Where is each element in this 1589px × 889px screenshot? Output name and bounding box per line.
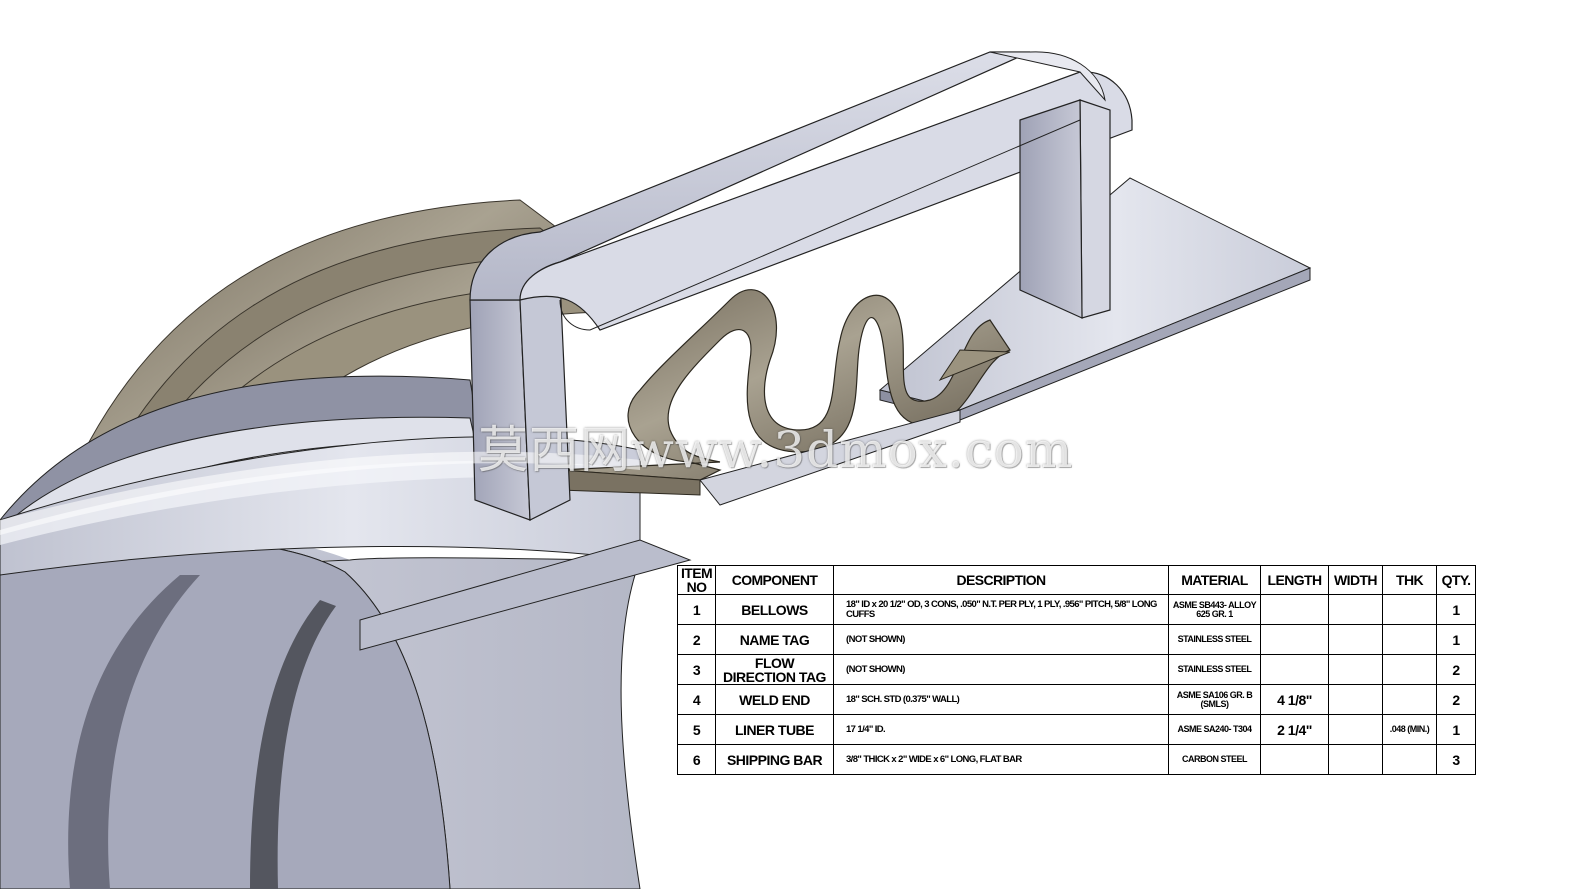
cell-width [1328,594,1383,625]
header-qty: QTY. [1436,565,1476,595]
cell-description: 17 1/4" ID. [833,714,1169,745]
cell-qty: 1 [1436,594,1476,625]
cell-length [1260,594,1329,625]
bellows-cross-section [559,289,1011,496]
watermark-text: 莫西网www.3dmox.com [478,421,1074,479]
cell-component: BELLOWS [715,594,834,625]
header-component: COMPONENT [715,565,834,595]
cell-width [1328,654,1383,685]
header-width: WIDTH [1328,565,1383,595]
bom-header-row: ITEM NO COMPONENT DESCRIPTION MATERIAL L… [677,565,1476,595]
liner-tube-shell [0,531,641,889]
header-length: LENGTH [1260,565,1329,595]
cell-material: ASME SB443- ALLOY 625 GR. 1 [1168,594,1261,625]
cell-material: CARBON STEEL [1168,744,1261,775]
cell-component: NAME TAG [715,624,834,655]
cell-description: (NOT SHOWN) [833,654,1169,685]
cell-length: 4 1/8" [1260,684,1329,715]
cell-description: 3/8" THICK x 2" WIDE x 6" LONG, FLAT BAR [833,744,1169,775]
cell-component: LINER TUBE [715,714,834,745]
cell-item: 1 [677,594,716,625]
cell-item: 3 [677,654,716,685]
cell-thk: .048 (MIN.) [1382,714,1437,745]
cell-description: 18" ID x 20 1/2" OD, 3 CONS, .050" N.T. … [833,594,1169,625]
cell-width [1328,714,1383,745]
table-row: 6 SHIPPING BAR 3/8" THICK x 2" WIDE x 6"… [677,744,1476,775]
table-row: 2 NAME TAG (NOT SHOWN) STAINLESS STEEL 1 [677,624,1476,655]
cell-description: (NOT SHOWN) [833,624,1169,655]
cell-component: WELD END [715,684,834,715]
table-row: 1 BELLOWS 18" ID x 20 1/2" OD, 3 CONS, .… [677,594,1476,625]
cell-qty: 2 [1436,684,1476,715]
cell-width [1328,624,1383,655]
header-item-no: ITEM NO [677,565,716,595]
table-row: 4 WELD END 18" SCH. STD (0.375" WALL) AS… [677,684,1476,715]
cell-material: STAINLESS STEEL [1168,654,1261,685]
cell-item: 4 [677,684,716,715]
cell-component: FLOW DIRECTION TAG [715,654,834,685]
bill-of-materials-table: ITEM NO COMPONENT DESCRIPTION MATERIAL L… [677,565,1476,775]
cell-item: 6 [677,744,716,775]
cell-qty: 1 [1436,624,1476,655]
cell-material: STAINLESS STEEL [1168,624,1261,655]
cell-qty: 1 [1436,714,1476,745]
cell-material: ASME SA240- T304 [1168,714,1261,745]
cell-thk [1382,744,1437,775]
cell-length [1260,654,1329,685]
cell-width [1328,744,1383,775]
front-flange-lip [0,451,640,535]
cell-description: 18" SCH. STD (0.375" WALL) [833,684,1169,715]
table-row: 5 LINER TUBE 17 1/4" ID. ASME SA240- T30… [677,714,1476,745]
cell-length [1260,624,1329,655]
cell-component: SHIPPING BAR [715,744,834,775]
cell-item: 2 [677,624,716,655]
cell-qty: 3 [1436,744,1476,775]
cell-thk [1382,594,1437,625]
cell-length: 2 1/4" [1260,714,1329,745]
cell-item: 5 [677,714,716,745]
cell-qty: 2 [1436,654,1476,685]
header-thk: THK [1382,565,1437,595]
header-description: DESCRIPTION [833,565,1169,595]
cell-width [1328,684,1383,715]
cell-thk [1382,684,1437,715]
cell-thk [1382,624,1437,655]
cell-material: ASME SA106 GR. B (SMLS) [1168,684,1261,715]
cell-thk [1382,654,1437,685]
liner-tube-strip [699,409,961,506]
table-row: 3 FLOW DIRECTION TAG (NOT SHOWN) STAINLE… [677,654,1476,685]
cell-length [1260,744,1329,775]
header-material: MATERIAL [1168,565,1261,595]
